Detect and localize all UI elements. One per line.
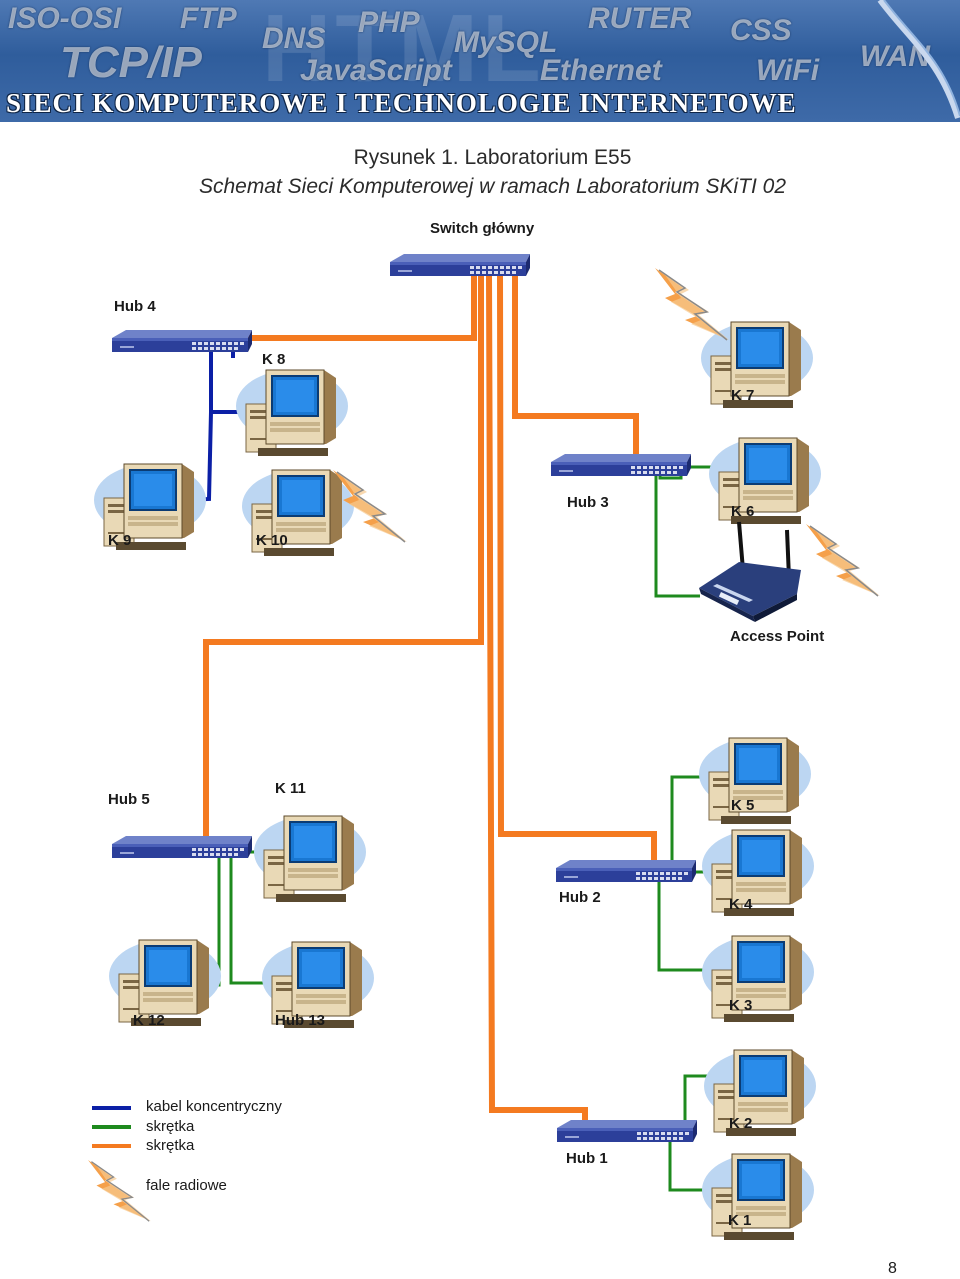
banner-word: PHP [358, 6, 420, 39]
hub1-label: Hub 1 [566, 1150, 608, 1167]
hub3-label: Hub 3 [567, 494, 609, 511]
hub4-icon [112, 330, 252, 352]
hub3-icon [551, 454, 691, 476]
computer-icon-k2 [703, 1049, 817, 1137]
hub4-label: Hub 4 [114, 298, 156, 315]
banner-word: WiFi [756, 54, 820, 87]
hub1-icon [557, 1120, 697, 1142]
k12-label: K 12 [133, 1012, 165, 1029]
k11-label: K 11 [275, 780, 306, 797]
k10-label: K 10 [256, 532, 288, 549]
banner-word: RUTER [588, 2, 692, 35]
hub5-icon [112, 836, 252, 858]
computer-icon-k5 [698, 737, 812, 825]
page-number: 8 [888, 1260, 897, 1277]
banner-word: FTP [180, 2, 237, 35]
figure-subtitle: Schemat Sieci Komputerowej w ramach Labo… [198, 175, 787, 198]
banner-word: ISO-OSI [8, 2, 122, 35]
k4-label: K 4 [729, 896, 753, 913]
router-icon [699, 521, 801, 622]
k3-label: K 3 [729, 997, 753, 1014]
hub2-icon [556, 860, 696, 882]
hub13-label: Hub 13 [275, 1012, 326, 1029]
legend-radio-icon [87, 1159, 152, 1222]
radio-wave-icon [805, 523, 881, 597]
banner-word: DNS [262, 22, 326, 55]
legend-coax-label: kabel koncentryczny [146, 1098, 282, 1115]
banner-watermark: HTML [262, 0, 545, 102]
banner-title: SIECI KOMPUTEROWE I TECHNOLOGIE INTERNET… [6, 88, 797, 118]
banner-word: Ethernet [540, 54, 662, 87]
legend-orange-label: skrętka [146, 1137, 195, 1154]
computer-icon-k3 [701, 935, 815, 1023]
legend-green-label: skrętka [146, 1118, 195, 1135]
cable-icon [877, 0, 960, 119]
computer-icon-k11 [253, 815, 367, 903]
computer-icon-k12 [108, 939, 222, 1027]
figure-caption: Rysunek 1. Laboratorium E55 [353, 146, 632, 169]
banner-word: TCP/IP [60, 38, 202, 87]
computer-icon-k1 [701, 1153, 815, 1241]
banner-word: MySQL [454, 26, 558, 59]
radio-wave-icon [654, 267, 730, 341]
k5-label: K 5 [731, 797, 755, 814]
k8-label: K 8 [262, 351, 286, 368]
legend-radio-label: fale radiowe [146, 1177, 227, 1194]
switch-main-icon [390, 254, 530, 276]
banner-word: CSS [730, 14, 792, 47]
computer-icon-k4 [701, 829, 815, 917]
hub5-label: Hub 5 [108, 791, 150, 808]
computer-icon-k8 [235, 369, 349, 457]
access-point-label: Access Point [730, 628, 825, 645]
k2-label: K 2 [729, 1115, 753, 1132]
k9-label: K 9 [108, 532, 132, 549]
computer-icon-k6 [708, 437, 822, 525]
hub2-label: Hub 2 [559, 889, 601, 906]
switch-main-label: Switch główny [430, 220, 535, 237]
header-banner: HTML ISO-OSI FTP PHP RUTER CSS TCP/IP DN… [0, 0, 960, 122]
banner-word: JavaScript [300, 54, 452, 87]
k6-label: K 6 [731, 503, 755, 520]
k7-label: K 7 [731, 387, 755, 404]
k1-label: K 1 [728, 1212, 752, 1229]
